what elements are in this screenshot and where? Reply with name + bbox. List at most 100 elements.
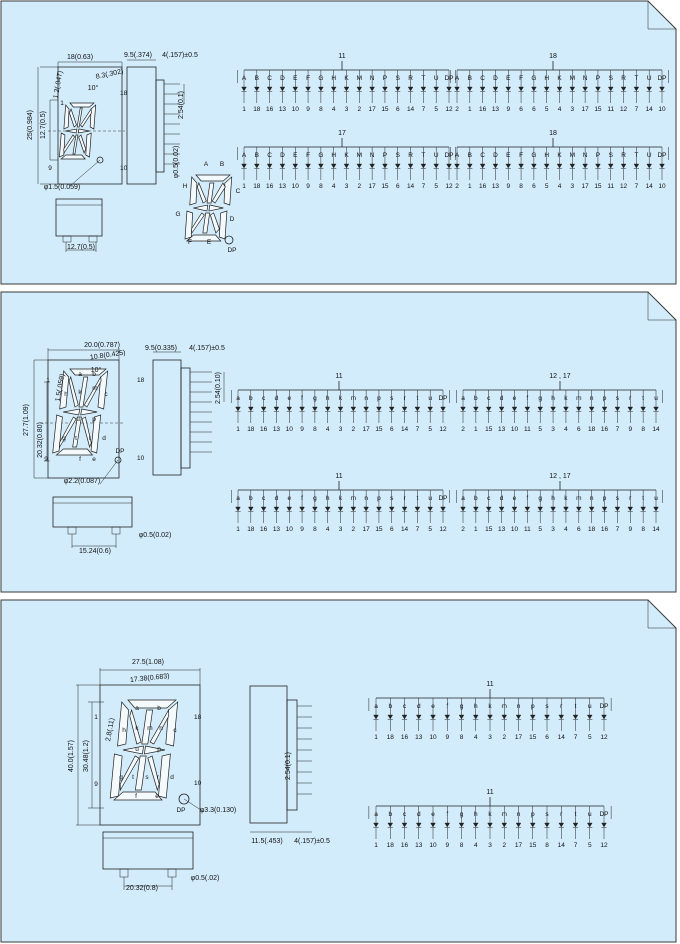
- led-diode: [607, 86, 614, 92]
- schematic-segment-label: T: [634, 152, 638, 159]
- schematic-segment-label: t: [575, 703, 577, 710]
- schematic-segment-label: d: [500, 495, 504, 502]
- circuit-schematic: 18A2B1C16D13E9F6G6H5K4M3N17P15S11R12T7U1…: [450, 53, 669, 113]
- schematic-segment-label: g: [538, 395, 542, 402]
- schematic-segment-label: C: [480, 152, 485, 159]
- led-diode: [544, 822, 550, 828]
- schematic-pin-number: 15: [594, 183, 602, 190]
- schematic-segment-label: n: [364, 495, 368, 502]
- led-diode: [582, 86, 588, 92]
- schematic-pin-number: 10: [286, 426, 294, 433]
- led-diode: [620, 86, 627, 92]
- led-diode: [356, 163, 363, 169]
- common-pin-label: 11: [486, 789, 493, 796]
- schematic-segment-label: B: [468, 152, 472, 159]
- led-diode: [472, 714, 479, 720]
- schematic-segment-label: b: [474, 495, 478, 502]
- led-diode: [388, 506, 395, 512]
- segment-label: F: [188, 239, 192, 246]
- segment-letter: u: [76, 416, 80, 423]
- schematic-pin-number: 3: [551, 426, 555, 433]
- schematic-segment-label: G: [531, 75, 536, 82]
- schematic-segment-label: P: [383, 152, 387, 159]
- dimension-label: 4(.157)±0.5: [189, 345, 225, 352]
- led-diode: [487, 714, 493, 720]
- led-diode: [415, 822, 422, 828]
- dimension-label: φ0.5(.02): [191, 875, 220, 882]
- schematic-segment-label: c: [262, 495, 266, 502]
- segment-letter: s: [145, 774, 149, 781]
- schematic-segment-label: f: [301, 395, 303, 402]
- schematic-segment-label: A: [455, 152, 460, 159]
- p2-annotations: 20.0(0.787)10.8(0.425)10°1.5(.059)27.7(1…: [23, 342, 225, 555]
- schematic-segment-label: k: [488, 811, 492, 818]
- schematic-segment-label: K: [557, 75, 562, 82]
- led-diode: [279, 86, 286, 92]
- led-diode: [433, 86, 439, 92]
- schematic-segment-label: s: [616, 495, 620, 502]
- led-diode: [537, 406, 543, 412]
- dimension-label: 20.0(0.787): [84, 342, 120, 349]
- schematic-segment-label: a: [461, 495, 465, 502]
- led-diode: [337, 506, 344, 512]
- led-diode: [646, 163, 652, 169]
- schematic-segment-label: F: [519, 152, 523, 159]
- led-diode: [492, 86, 499, 92]
- segment-letter: b: [92, 371, 96, 378]
- schematic-pin-number: 15: [529, 842, 537, 849]
- schematic-pin-number: 3: [488, 842, 492, 849]
- schematic-pin-number: 7: [574, 734, 578, 741]
- led-diode: [572, 714, 579, 720]
- p1-segment-map: [184, 174, 233, 242]
- circuit-schematic: 12 , 17a2b1c15d13e10f11g5h3k4m6n18p16s7r…: [456, 373, 663, 433]
- common-pin-label: 11: [335, 373, 342, 380]
- schematic-segment-label: N: [370, 75, 375, 82]
- schematic-pin-number: 13: [498, 526, 506, 533]
- led-diode: [529, 822, 536, 828]
- schematic-pin-number: 3: [571, 183, 575, 190]
- led-diode: [556, 163, 563, 169]
- schematic-segment-label: r: [629, 395, 632, 402]
- schematic-pin-number: 6: [396, 106, 400, 113]
- led-diode: [473, 406, 479, 412]
- led-diode: [427, 506, 433, 512]
- schematic-pin-number: 14: [646, 106, 654, 113]
- schematic-pin-number: 3: [339, 526, 343, 533]
- schematic-segment-label: U: [647, 75, 652, 82]
- schematic-segment-label: s: [545, 811, 549, 818]
- dimension-label: 4(.157)±0.5: [162, 52, 198, 59]
- schematic-segment-label: d: [275, 395, 279, 402]
- schematic-segment-label: n: [364, 395, 368, 402]
- led-diode: [556, 86, 563, 92]
- led-diode: [640, 506, 646, 512]
- schematic-pin-number: 5: [538, 526, 542, 533]
- led-diode: [498, 506, 505, 512]
- led-diode: [407, 163, 414, 169]
- schematic-segment-label: H: [544, 75, 549, 82]
- schematic-pin-number: 7: [635, 183, 639, 190]
- schematic-segment-label: F: [306, 152, 310, 159]
- schematic-pin-number: 16: [401, 734, 409, 741]
- schematic-segment-label: e: [513, 495, 517, 502]
- dimension-label: φ2.2(0.087): [64, 478, 100, 485]
- schematic-pin-number: 4: [332, 106, 336, 113]
- led-diode: [460, 506, 466, 512]
- led-diode: [627, 506, 634, 512]
- schematic-pin-number: 7: [422, 106, 426, 113]
- led-diode: [458, 714, 465, 720]
- segment-letter: a: [78, 371, 82, 378]
- schematic-segment-label: c: [262, 395, 266, 402]
- segment-letter: h: [64, 391, 68, 398]
- led-diode: [312, 506, 318, 512]
- led-diode: [292, 86, 299, 92]
- led-diode: [640, 406, 646, 412]
- schematic-pin-number: 9: [306, 106, 310, 113]
- schematic-segment-label: g: [460, 811, 464, 818]
- pin-number-label: 10: [194, 780, 202, 787]
- led-diode: [369, 163, 375, 169]
- p2-schematics: 11a1b18c16d13e10f9g8h4k3m2n17p15s6r14t7u…: [231, 373, 663, 533]
- schematic-pin-number: 13: [498, 426, 506, 433]
- led-diode: [254, 163, 260, 169]
- led-diode: [235, 406, 241, 412]
- dimension-label: 20.32(0.80): [37, 422, 44, 458]
